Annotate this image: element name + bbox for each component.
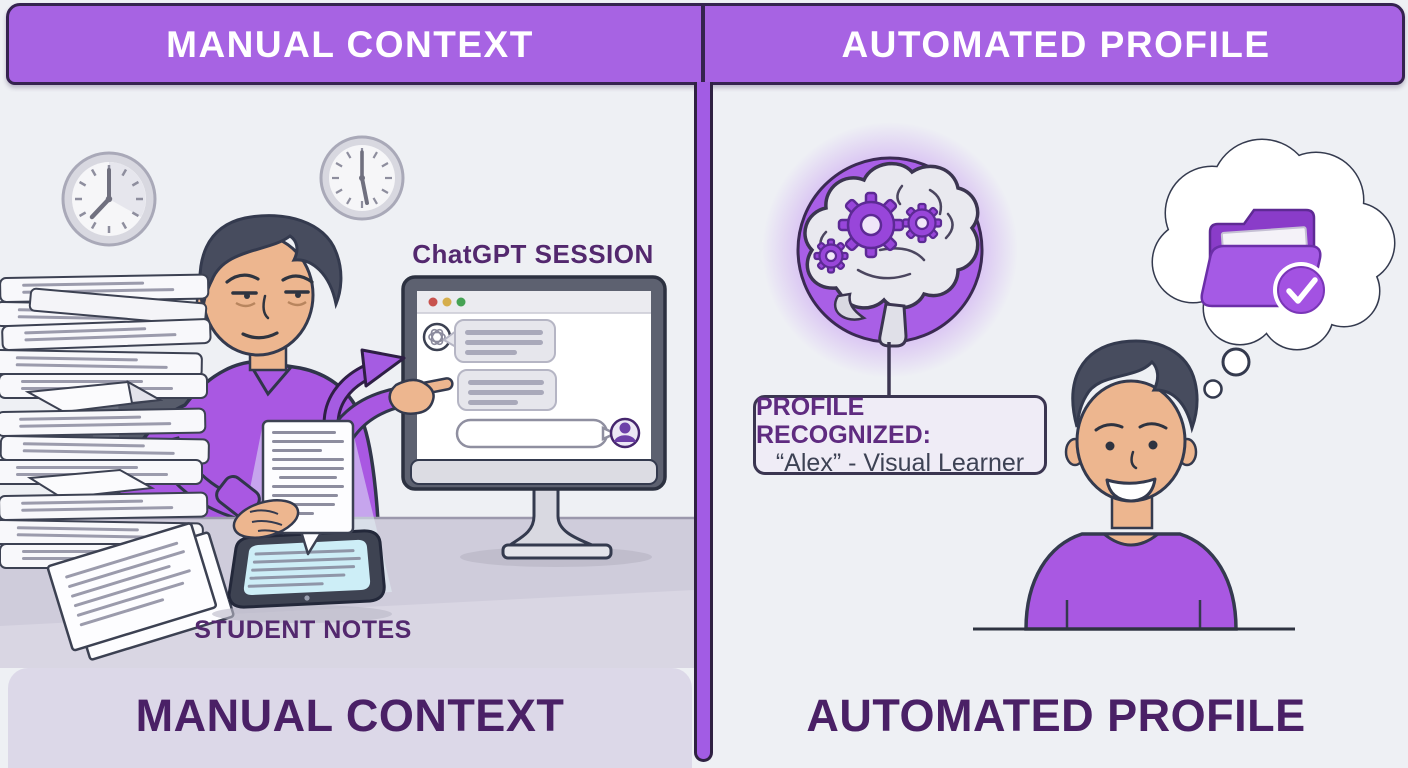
caption-panel [8, 668, 692, 768]
chat-bubble-icon [442, 319, 556, 363]
panel-divider [694, 82, 713, 762]
chat-bubble-icon [457, 369, 557, 411]
user-avatar-icon [609, 417, 641, 449]
thought-bubble-icon [1151, 138, 1396, 399]
clock-icon [319, 135, 405, 221]
monitor-title: ChatGPT SESSION [412, 239, 654, 269]
chat-input [455, 418, 619, 449]
monitor-icon [401, 275, 667, 567]
brain-icon [762, 122, 1018, 378]
bottom-caption-manual: MANUAL CONTEXT [135, 690, 565, 741]
desk-papers [46, 522, 235, 661]
happy-person-icon [973, 339, 1295, 631]
header-band [6, 3, 1405, 85]
gear-icon [813, 191, 943, 274]
profile-box-title: PROFILE RECOGNIZED: [756, 393, 931, 449]
tablet-icon [212, 529, 392, 623]
chatgpt-logo-icon [422, 322, 452, 352]
header-divider-line [701, 3, 705, 85]
header-title-automated: AUTOMATED PROFILE [841, 24, 1271, 65]
profile-box-subtitle: “Alex” - Visual Learner [775, 449, 1025, 477]
holding-hand-icon [215, 474, 300, 539]
check-icon [1273, 262, 1329, 318]
clock-icon [61, 151, 157, 247]
profile-recognized-box: PROFILE RECOGNIZED: “Alex” - Visual Lear… [753, 393, 1047, 477]
paper-stack-icon [0, 273, 212, 569]
bottom-caption-automated: AUTOMATED PROFILE [806, 690, 1306, 741]
traffic-light-dots-icon [428, 297, 466, 307]
tablet-caption: STUDENT NOTES [194, 616, 412, 644]
header-title-manual: MANUAL CONTEXT [166, 24, 534, 65]
